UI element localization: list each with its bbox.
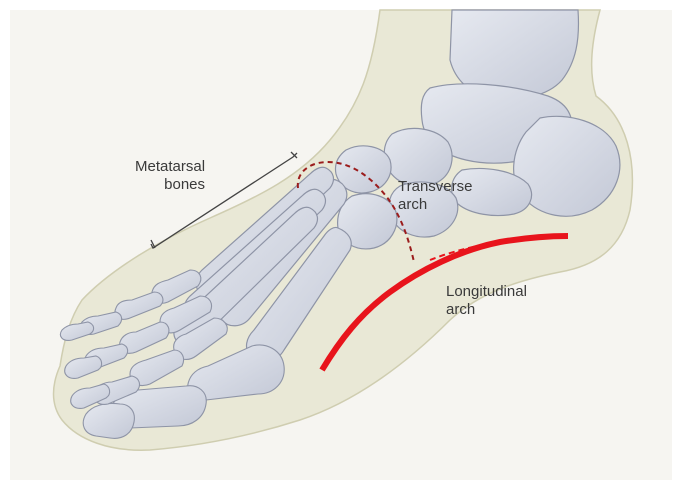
transverse-label-line1: Transverse: [398, 178, 472, 196]
metatarsal-label-line2: bones: [135, 176, 205, 194]
metatarsal-label-line1: Metatarsal: [135, 158, 205, 176]
longitudinal-arch-label: Longitudinal arch: [446, 283, 527, 319]
longitudinal-label-line2: arch: [446, 301, 527, 319]
metatarsal-bones-label: Metatarsal bones: [135, 158, 205, 194]
longitudinal-label-line1: Longitudinal: [446, 283, 527, 301]
transverse-label-line2: arch: [398, 196, 472, 214]
transverse-arch-label: Transverse arch: [398, 178, 472, 214]
